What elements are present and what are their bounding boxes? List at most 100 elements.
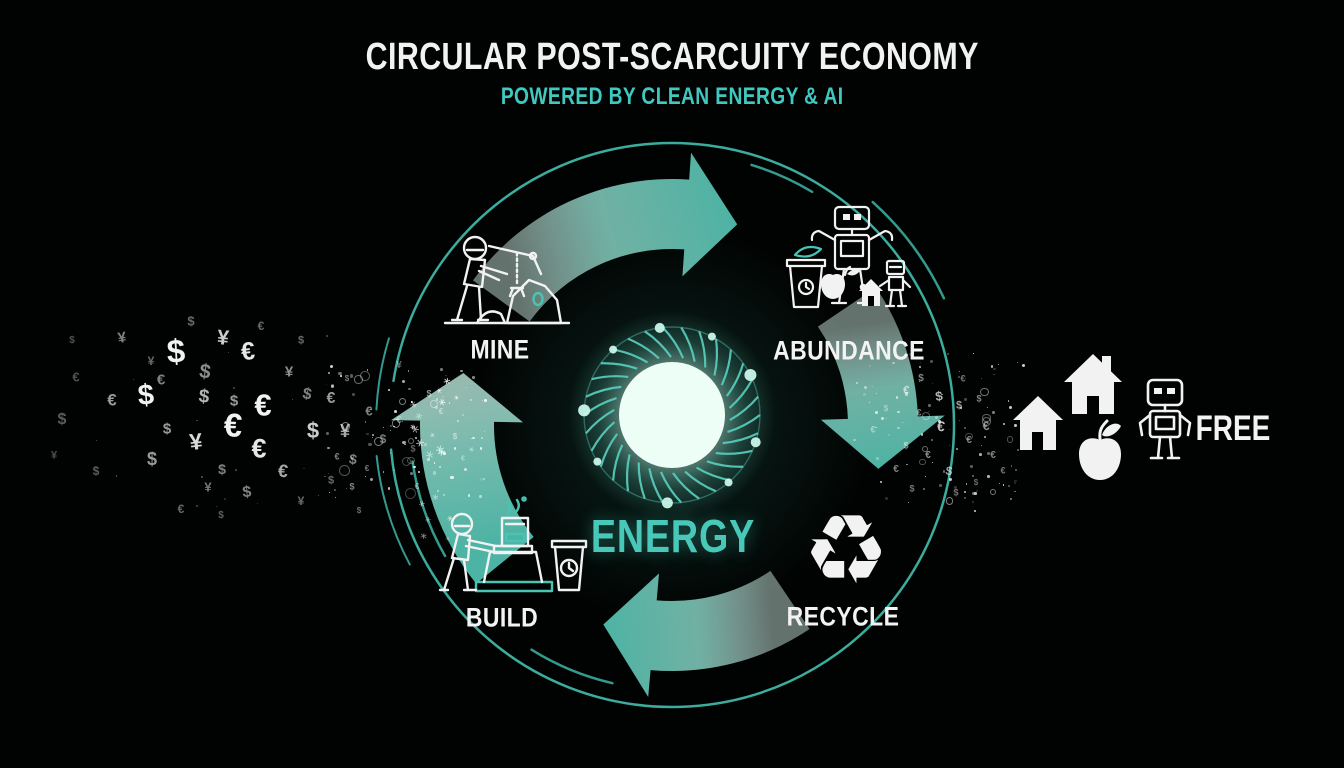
particle-dot xyxy=(424,443,428,446)
particle-dot xyxy=(902,421,904,423)
debris-symbol: $ xyxy=(909,483,915,494)
particle-dot xyxy=(435,398,439,401)
particle-dot xyxy=(880,416,884,420)
particle-dot xyxy=(993,367,996,370)
particle-dot xyxy=(481,399,483,401)
currency-symbol: $ xyxy=(57,411,67,428)
cycle-ring-arc xyxy=(750,163,814,194)
turbine-blade xyxy=(590,421,616,452)
particle-dot xyxy=(862,392,866,396)
currency-symbol: $ xyxy=(297,334,305,347)
recycling-symbol-icon: ♻ xyxy=(802,494,890,606)
particle-ring xyxy=(989,488,996,495)
particle-dot xyxy=(991,365,994,368)
particle-dot xyxy=(879,480,882,483)
particle-dot xyxy=(470,399,473,402)
particle-dot xyxy=(973,509,976,512)
debris-symbol: € xyxy=(461,455,465,463)
turbine-blade xyxy=(648,468,664,504)
turbine-node-dot xyxy=(707,332,716,341)
particle-ring xyxy=(965,432,973,441)
stage-label-recycle: RECYCLE xyxy=(786,601,900,632)
stage-label-build: BUILD xyxy=(465,602,539,633)
particle-dot xyxy=(1017,449,1020,452)
particle-dot xyxy=(467,494,471,497)
debris-symbol: € xyxy=(936,417,946,435)
stage-label-mine: MINE xyxy=(470,334,530,365)
particle-dot xyxy=(440,368,443,371)
particle-dot xyxy=(1002,422,1005,425)
particle-dot xyxy=(853,438,856,442)
turbine-blade xyxy=(599,433,619,468)
particle-dot xyxy=(998,363,1000,365)
arrow-abundance-to-recycle xyxy=(817,287,945,469)
particle-dot xyxy=(439,466,441,469)
particle-dot xyxy=(328,372,331,375)
particle-dot xyxy=(472,376,475,379)
turbine-blade xyxy=(728,378,754,409)
debris-symbol: € xyxy=(1000,465,1006,476)
particle-dot xyxy=(317,495,319,497)
particle-dot xyxy=(920,433,924,436)
particle-dot xyxy=(969,464,973,468)
particle-dot xyxy=(965,483,968,485)
particle-dot xyxy=(402,379,406,383)
debris-symbol: $ xyxy=(953,487,959,498)
free-label: FREE xyxy=(1195,409,1271,448)
debris-symbol: € xyxy=(438,407,444,416)
currency-symbol: $ xyxy=(69,335,75,346)
turbine-node-dot xyxy=(724,478,733,487)
currency-symbol: € xyxy=(365,403,373,419)
energy-core xyxy=(619,362,725,468)
particle-dot xyxy=(350,457,354,460)
particle-dot xyxy=(986,406,989,409)
currency-symbol: $ xyxy=(146,449,158,469)
particle-dot xyxy=(450,476,454,480)
particle-dot xyxy=(895,396,899,399)
cycle-ring-arc xyxy=(411,460,447,558)
particle-dot xyxy=(855,381,858,384)
particle-dot xyxy=(484,398,487,402)
particle-ring xyxy=(407,437,415,445)
particle-ring xyxy=(398,398,407,406)
particle-dot xyxy=(388,389,390,391)
particle-dot xyxy=(960,407,962,409)
turbine-blade xyxy=(600,362,638,370)
arrow-recycle-to-build xyxy=(603,570,810,697)
particle-dot xyxy=(325,384,327,386)
currency-symbol: ¥ xyxy=(297,494,305,508)
particle-dot xyxy=(874,410,878,414)
particle-dot xyxy=(324,475,326,478)
turbine-node-dot xyxy=(578,404,591,417)
particle-dot xyxy=(409,471,413,475)
turbine-blade xyxy=(627,337,660,360)
currency-symbol: $ xyxy=(92,464,100,478)
header: CIRCULAR POST-SCARCUITY ECONOMY xyxy=(0,36,1344,79)
turbine-blade xyxy=(672,472,700,500)
particle-dot xyxy=(328,492,330,493)
particle-dot xyxy=(233,387,235,389)
particle-dot xyxy=(1014,482,1017,484)
particle-dot xyxy=(907,501,909,503)
particle-dot xyxy=(480,477,484,482)
particle-ring xyxy=(391,418,401,428)
particle-dot xyxy=(949,477,953,481)
particle-dot xyxy=(872,385,874,387)
particle-dot xyxy=(327,446,330,450)
particle-dot xyxy=(957,376,961,379)
particle-dot xyxy=(1013,479,1017,483)
particle-dot xyxy=(382,426,385,429)
particle-dot xyxy=(326,335,328,337)
particle-dot xyxy=(333,488,336,491)
particle-dot xyxy=(954,486,957,489)
debris-symbol: $ xyxy=(976,393,982,404)
particle-dot xyxy=(974,492,977,495)
particle-ring xyxy=(921,411,930,420)
turbine-node-dot xyxy=(609,345,618,354)
particle-dot xyxy=(389,452,392,454)
currency-symbol: € xyxy=(177,502,185,516)
debris-symbol: $ xyxy=(934,388,944,404)
particle-dot xyxy=(875,457,880,461)
particle-dot xyxy=(935,415,938,419)
